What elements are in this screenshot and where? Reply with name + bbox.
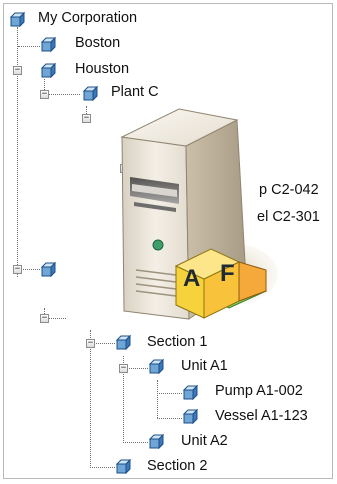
- tree-node-plant-c[interactable]: Plant C: [111, 84, 159, 100]
- tree-connector: [157, 393, 182, 394]
- collapse-toggle[interactable]: −: [40, 89, 49, 99]
- asset-element-icon: [182, 408, 199, 425]
- tree-connector: [17, 27, 18, 277]
- tree-node-section-1[interactable]: Section 1: [147, 334, 208, 350]
- asset-element-icon: [40, 261, 57, 278]
- tree-connector: [123, 368, 148, 369]
- server-tower-icon: [120, 108, 278, 320]
- tree-connector: [90, 330, 91, 468]
- tree-connector: [18, 269, 40, 270]
- collapse-toggle[interactable]: −: [13, 65, 22, 75]
- badge-letter-f: F: [220, 260, 235, 287]
- tree-node-boston[interactable]: Boston: [75, 35, 121, 51]
- asset-element-icon: [148, 358, 165, 375]
- tree-view-panel: − − − − − − − − My Corporation Boston Ho…: [3, 3, 333, 479]
- tree-connector: [86, 106, 87, 118]
- collapse-toggle[interactable]: −: [86, 338, 95, 348]
- tree-connector: [123, 356, 124, 443]
- tree-node-unit-a2[interactable]: Unit A2: [181, 433, 228, 449]
- asset-element-icon: [115, 334, 132, 351]
- asset-element-icon: [148, 433, 165, 450]
- tree-node-vessel-c2-301[interactable]: el C2-301: [257, 209, 320, 225]
- asset-element-icon: [9, 11, 26, 28]
- tree-node-pump-a1-002[interactable]: Pump A1-002: [215, 383, 303, 399]
- collapse-toggle[interactable]: −: [82, 113, 91, 123]
- badge-letter-a: A: [183, 265, 201, 292]
- tree-connector: [44, 79, 45, 94]
- tree-node-vessel-a1-123[interactable]: Vessel A1-123: [215, 408, 308, 424]
- tree-node-houston[interactable]: Houston: [75, 61, 130, 77]
- tree-connector: [18, 46, 40, 47]
- tree-connector: [123, 442, 148, 443]
- tree-connector: [44, 94, 80, 95]
- asset-element-icon: [115, 458, 132, 475]
- collapse-toggle[interactable]: −: [40, 313, 49, 323]
- tree-connector: [44, 308, 45, 318]
- asset-element-icon: [40, 36, 57, 53]
- collapse-toggle[interactable]: −: [13, 264, 22, 274]
- tree-connector: [90, 467, 115, 468]
- asset-framework-badge-icon: [174, 248, 268, 319]
- collapse-toggle[interactable]: −: [119, 363, 128, 373]
- asset-element-icon: [182, 384, 199, 401]
- asset-element-icon: [82, 85, 99, 102]
- tree-connector: [44, 318, 66, 319]
- tree-node-section-2[interactable]: Section 2: [147, 458, 208, 474]
- tree-connector: [157, 418, 182, 419]
- tree-connector: [90, 343, 115, 344]
- tree-node-my-corporation[interactable]: My Corporation: [38, 10, 138, 26]
- tree-connector: [157, 380, 158, 418]
- asset-element-icon: [40, 62, 57, 79]
- tree-node-pump-c2-042[interactable]: p C2-042: [259, 182, 319, 198]
- tree-node-unit-a1[interactable]: Unit A1: [181, 358, 228, 374]
